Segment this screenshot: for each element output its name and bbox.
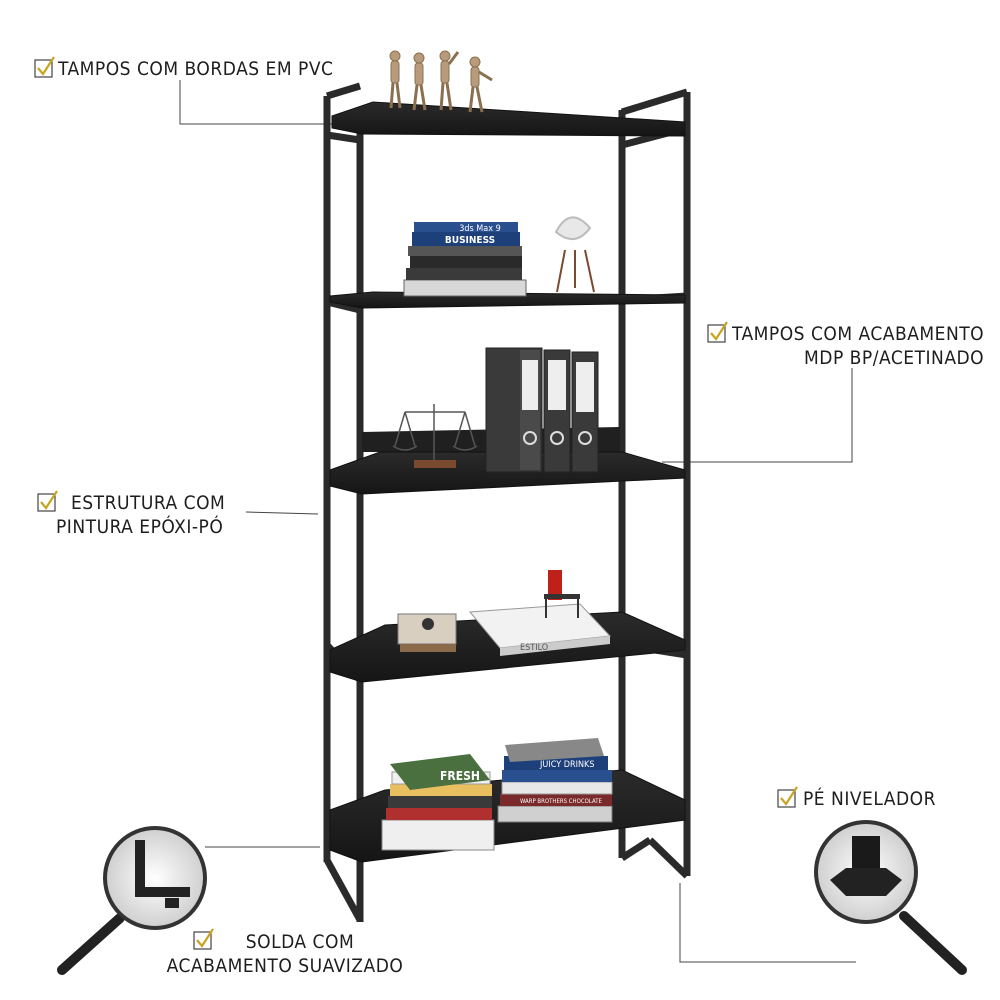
callout-line-structure bbox=[245, 511, 319, 515]
book-spine-juicy: JUICY DRINKS bbox=[539, 760, 594, 770]
book-spine-estilo: ESTILO bbox=[520, 643, 548, 653]
callout-line-finish bbox=[662, 368, 853, 463]
check-icon-structure bbox=[37, 490, 58, 512]
callout-structure: ESTRUTURA COM PINTURA EPÓXI-PÓ bbox=[56, 491, 225, 539]
book-spine-fresh: FRESH bbox=[440, 769, 480, 783]
callout-weld: SOLDA COM ACABAMENTO SUAVIZADO bbox=[162, 930, 408, 978]
weld-detail-magnifier bbox=[57, 826, 207, 975]
shelf-top bbox=[331, 101, 686, 137]
callout-top-edges-text: TAMPOS COM BORDAS EM PVC bbox=[58, 58, 334, 80]
check-icon-finish bbox=[707, 321, 728, 343]
red-chair-miniature bbox=[544, 570, 580, 618]
callout-finish-line1: TAMPOS COM ACABAMENTO bbox=[732, 323, 985, 345]
callout-line-top-edges bbox=[179, 80, 336, 125]
book-spine-max: 3ds Max 9 bbox=[459, 224, 501, 234]
binders bbox=[485, 347, 599, 473]
book-stack-upper: BUSINESS 3ds Max 9 bbox=[403, 222, 527, 297]
book-spine-brothers: WARP BROTHERS CHOCOLATE bbox=[520, 798, 603, 805]
callout-weld-line1: SOLDA COM bbox=[245, 931, 355, 953]
balance-scale bbox=[392, 404, 478, 468]
book-stack-bottom-right: JUICY DRINKS WARP BROTHERS CHOCOLATE bbox=[497, 738, 613, 823]
leveling-foot-magnifier bbox=[814, 820, 967, 975]
callout-top-edges: TAMPOS COM BORDAS EM PVC bbox=[58, 57, 333, 81]
callout-line-leveler bbox=[679, 883, 856, 963]
book-spine-business: BUSINESS bbox=[445, 235, 495, 246]
callout-finish-line2: MDP BP/ACETINADO bbox=[804, 347, 985, 369]
callout-leveler: PÉ NIVELADOR bbox=[803, 787, 936, 811]
projector-object bbox=[397, 613, 457, 652]
wooden-figurines bbox=[389, 50, 493, 113]
check-icon-top-edges bbox=[34, 56, 55, 78]
check-icon-weld bbox=[193, 928, 214, 950]
check-icon-leveler bbox=[777, 786, 798, 808]
book-estilo: ESTILO bbox=[468, 603, 612, 656]
callout-lines bbox=[179, 80, 856, 963]
chair-miniature bbox=[554, 216, 595, 293]
callout-leveler-text: PÉ NIVELADOR bbox=[803, 788, 936, 810]
callout-finish: TAMPOS COM ACABAMENTO MDP BP/ACETINADO bbox=[732, 322, 984, 370]
check-icons bbox=[34, 56, 798, 950]
book-stack-bottom-left: FRESH bbox=[381, 754, 495, 851]
callout-weld-line2: ACABAMENTO SUAVIZADO bbox=[166, 955, 404, 977]
callout-structure-line2: PINTURA EPÓXI-PÓ bbox=[56, 516, 224, 538]
callout-structure-line1: ESTRUTURA COM bbox=[71, 492, 226, 514]
